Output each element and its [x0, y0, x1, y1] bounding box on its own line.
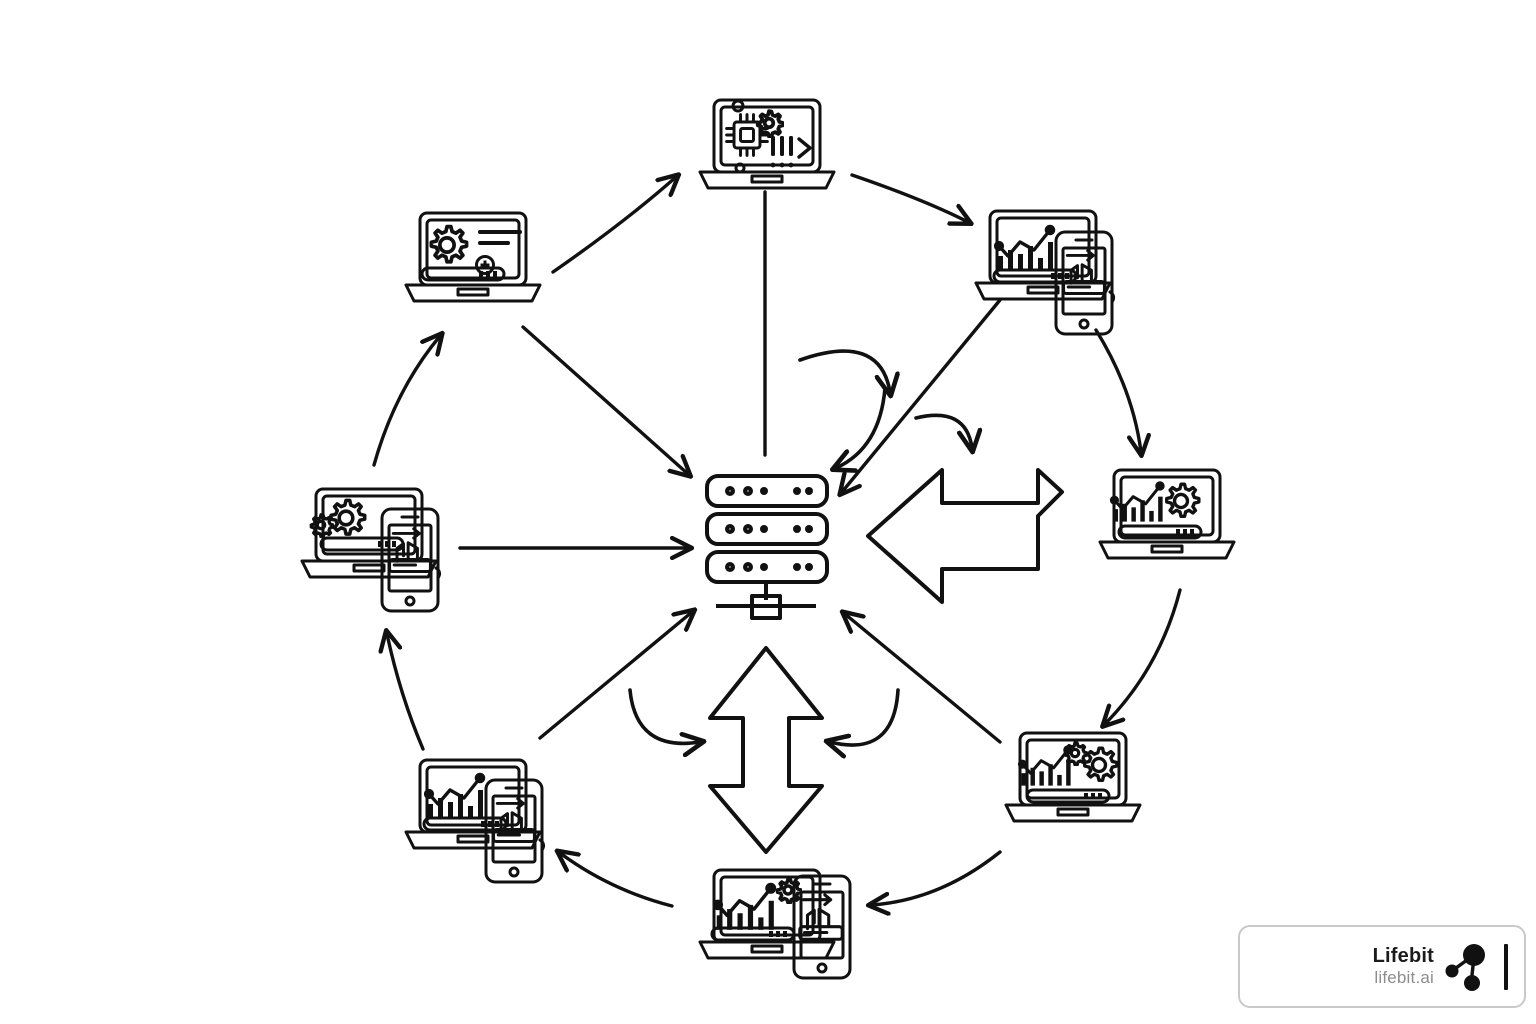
node-top-right[interactable] [974, 209, 1116, 336]
block-arrow-group [708, 468, 1064, 854]
exchange-arrow-right-hook [914, 413, 972, 448]
spoke-top-right [842, 298, 1002, 492]
node-bottom-right[interactable] [1004, 731, 1142, 823]
logo-text-group: Lifebit lifebit.ai [1373, 945, 1434, 988]
exchange-arrow-upper-in [836, 386, 887, 468]
ring-arrow-top-to-top-right [850, 173, 968, 222]
ring-arrow-top-left-to-top [551, 177, 676, 274]
exchange-arrow-lower-left [628, 688, 700, 743]
logo-name: Lifebit [1372, 945, 1434, 968]
ring-arrow-bottom-to-bottom-left [560, 853, 674, 908]
spoke-group [458, 190, 1002, 744]
exchange-arrow-upper-out [798, 349, 890, 392]
node-top[interactable] [698, 98, 836, 190]
logo-badge[interactable]: Lifebit lifebit.ai [1238, 925, 1526, 1008]
ring-arrow-group [372, 173, 1182, 908]
node-top-left[interactable] [404, 211, 542, 303]
curved-exchange-group [628, 349, 972, 745]
ring-arrow-left-to-top-left [372, 336, 440, 467]
node-bottom[interactable] [698, 868, 852, 980]
ring-arrow-bottom-right-to-bottom [872, 850, 1002, 905]
node-left[interactable] [300, 487, 442, 613]
central-server-stack [705, 474, 829, 620]
ring-arrow-bottom-left-to-left [387, 634, 425, 751]
block-arrow-horizontal [866, 468, 1064, 604]
logo-divider-bar [1504, 943, 1508, 990]
spoke-bottom-left [538, 612, 692, 740]
spoke-bottom-right [845, 614, 1002, 744]
spoke-top-left [521, 325, 688, 474]
logo-url: lifebit.ai [1374, 968, 1434, 988]
ring-arrow-top-right-to-right [1094, 328, 1141, 452]
block-arrow-vertical [708, 646, 824, 854]
network-node-icon [1444, 941, 1492, 993]
ring-arrow-right-to-bottom-right [1105, 588, 1182, 724]
node-right[interactable] [1098, 468, 1236, 560]
exchange-arrow-lower-right [830, 688, 900, 745]
node-bottom-left[interactable] [404, 758, 546, 884]
